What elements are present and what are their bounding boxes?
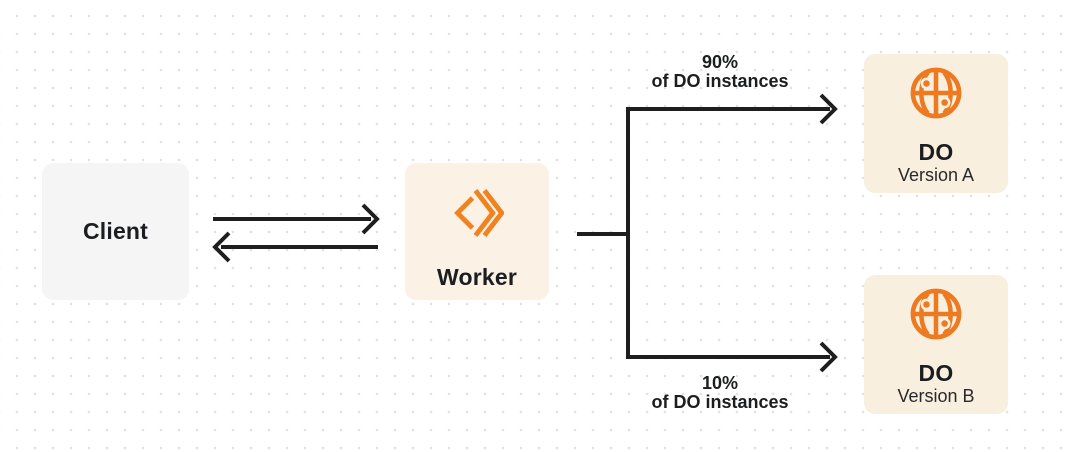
arrow-fork-to-do-b (626, 341, 838, 373)
branch-percent-90: 90% (701, 52, 739, 72)
client-label: Client (82, 218, 149, 244)
branch-caption-10: of DO instances (651, 392, 789, 412)
fork-connector (577, 108, 630, 358)
branch-label-90: 90% of DO instances (600, 53, 840, 91)
worker-label: Worker (436, 264, 518, 290)
do-version-a-node: DO Version A (864, 54, 1008, 193)
do-a-title: DO (918, 139, 954, 165)
do-b-title: DO (918, 360, 954, 386)
arrow-client-to-worker (213, 203, 380, 235)
client-node: Client (42, 163, 189, 300)
arrow-worker-to-client (212, 231, 378, 263)
globe-icon (907, 285, 965, 343)
arrow-fork-to-do-a (626, 93, 838, 125)
branch-caption-90: of DO instances (651, 71, 789, 91)
worker-node: Worker (405, 163, 549, 300)
workers-icon (450, 182, 505, 244)
branch-percent-10: 10% (701, 373, 739, 393)
branch-label-10: 10% of DO instances (600, 374, 840, 412)
globe-icon (907, 64, 965, 122)
do-version-b-node: DO Version B (864, 275, 1008, 414)
do-a-subtitle: Version A (897, 165, 975, 185)
do-b-subtitle: Version B (897, 386, 975, 406)
